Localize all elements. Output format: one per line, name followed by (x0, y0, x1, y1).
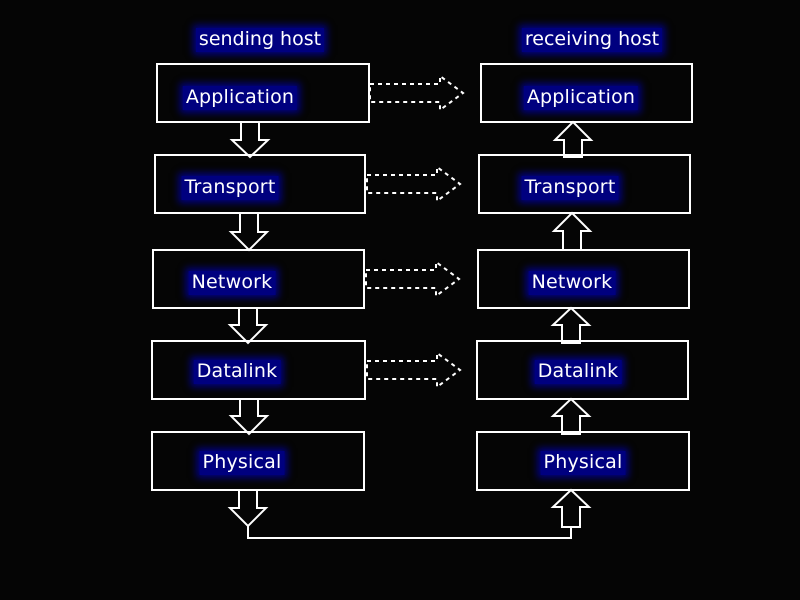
flow-up-medium-physical (550, 488, 592, 528)
receiving-host-title: receiving host (521, 28, 663, 52)
label-receiving-datalink: Datalink (534, 360, 622, 384)
box-sending-application[interactable] (156, 63, 370, 123)
box-receiving-datalink[interactable] (476, 340, 689, 400)
box-receiving-physical[interactable] (476, 431, 690, 491)
box-sending-transport[interactable] (154, 154, 366, 214)
flow-up-network-transport (551, 211, 593, 251)
flow-down-datalink-physical (228, 398, 270, 436)
label-sending-transport: Transport (181, 176, 279, 200)
box-sending-network[interactable] (152, 249, 365, 309)
sending-host-title: sending host (195, 28, 325, 52)
flow-up-transport-application (552, 120, 594, 158)
physical-medium-link (247, 526, 572, 539)
label-receiving-network: Network (528, 271, 616, 295)
label-sending-physical: Physical (199, 451, 285, 475)
box-receiving-application[interactable] (480, 63, 693, 123)
flow-down-application-transport (229, 121, 271, 159)
peer-link-application (369, 74, 465, 112)
flow-down-transport-network (228, 212, 270, 252)
peer-link-transport (366, 165, 462, 203)
label-receiving-physical: Physical (540, 451, 626, 475)
label-sending-application: Application (182, 86, 298, 110)
box-receiving-network[interactable] (477, 249, 690, 309)
flow-up-physical-datalink (550, 397, 592, 435)
flow-up-datalink-network (550, 306, 592, 344)
label-receiving-application: Application (523, 86, 639, 110)
peer-link-datalink (366, 351, 462, 389)
box-receiving-transport[interactable] (478, 154, 691, 214)
flow-down-physical-medium (227, 489, 269, 528)
flow-down-network-datalink (227, 307, 269, 345)
peer-link-network (365, 260, 461, 298)
label-sending-network: Network (188, 271, 276, 295)
label-sending-datalink: Datalink (193, 360, 281, 384)
label-receiving-transport: Transport (521, 176, 619, 200)
